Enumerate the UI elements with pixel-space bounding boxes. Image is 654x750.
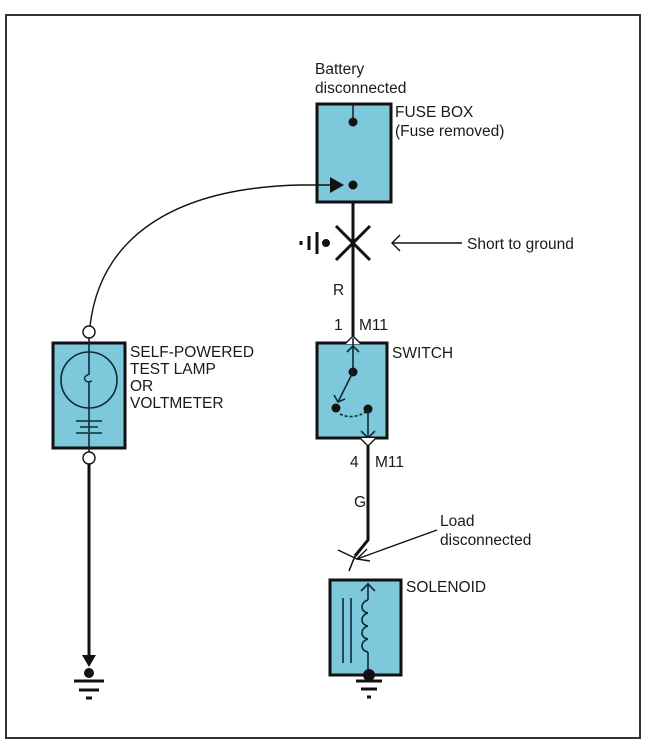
fuse-box-subtitle: (Fuse removed) xyxy=(395,123,504,140)
solenoid-label: SOLENOID xyxy=(406,579,486,596)
switch-top-arrow-icon xyxy=(346,344,360,353)
diagram-frame xyxy=(5,14,641,739)
probe-arrowhead-icon xyxy=(330,177,344,193)
test-lamp-label-line4: VOLTMETER xyxy=(130,395,224,412)
wire-upper-connector: M11 xyxy=(359,317,388,334)
load-callout-arrowhead-icon xyxy=(355,548,371,562)
wire-lower-pin: 4 xyxy=(350,454,359,471)
wire-lower-color-code: G xyxy=(354,494,366,511)
switch-dashed-link xyxy=(339,411,367,418)
coil-icon xyxy=(361,599,369,653)
test-lamp xyxy=(51,325,127,465)
load-break-symbol xyxy=(337,549,358,572)
callout-arrowhead-icon xyxy=(391,234,401,252)
probe-lead-wire xyxy=(89,184,330,327)
test-lamp-label-line1: SELF-POWERED xyxy=(130,344,254,361)
test-lamp-label-line2: TEST LAMP xyxy=(130,361,216,378)
short-to-ground-label: Short to ground xyxy=(467,236,574,253)
ground-terminal-dot xyxy=(84,668,94,678)
coil-top-arrow-icon xyxy=(360,582,376,592)
switch-blade-arrow-icon xyxy=(333,394,346,404)
connector-bottom-chevron-icon xyxy=(359,437,377,447)
switch-label: SWITCH xyxy=(392,345,453,362)
test-lamp-bottom-terminal xyxy=(82,451,96,465)
switch-body xyxy=(315,341,389,440)
fuse-box-title: FUSE BOX xyxy=(395,104,474,121)
wire-upper-pin: 1 xyxy=(334,317,343,334)
break-lead xyxy=(348,555,356,572)
lamp-filament-icon xyxy=(83,373,93,383)
wire-green xyxy=(353,446,370,557)
break-tick xyxy=(337,549,358,560)
short-x-stroke-2 xyxy=(334,224,372,262)
fuse-top-terminal xyxy=(348,117,358,127)
switch-contact-left xyxy=(331,403,341,413)
load-callout-line xyxy=(356,529,438,560)
solenoid-ground-icon xyxy=(356,679,382,699)
fuse-bottom-terminal xyxy=(348,180,358,190)
solenoid xyxy=(328,578,403,681)
test-lamp-top-terminal xyxy=(82,325,96,339)
switch xyxy=(315,335,389,447)
switch-blade xyxy=(337,371,354,403)
wire-lower-connector: M11 xyxy=(375,454,404,471)
battery-note-line2: disconnected xyxy=(315,80,406,97)
short-callout-arrow xyxy=(391,234,462,252)
wire-upper-color-code: R xyxy=(333,282,344,299)
solenoid-ground-terminal xyxy=(363,669,375,681)
load-label-line1: Load xyxy=(440,513,474,530)
ground-arrowhead xyxy=(82,655,96,667)
short-to-ground-mark xyxy=(334,224,372,262)
lamp-bulb-icon xyxy=(60,351,118,409)
fuse-box xyxy=(315,102,393,204)
test-lamp-label-line3: OR xyxy=(130,378,153,395)
battery-note-line1: Battery xyxy=(315,61,364,78)
load-label-line2: disconnected xyxy=(440,532,531,549)
ground-dot xyxy=(322,239,330,247)
test-lamp-ground-icon xyxy=(74,655,104,700)
chassis-ground-icon xyxy=(299,232,330,254)
load-callout-arrow xyxy=(355,529,438,562)
